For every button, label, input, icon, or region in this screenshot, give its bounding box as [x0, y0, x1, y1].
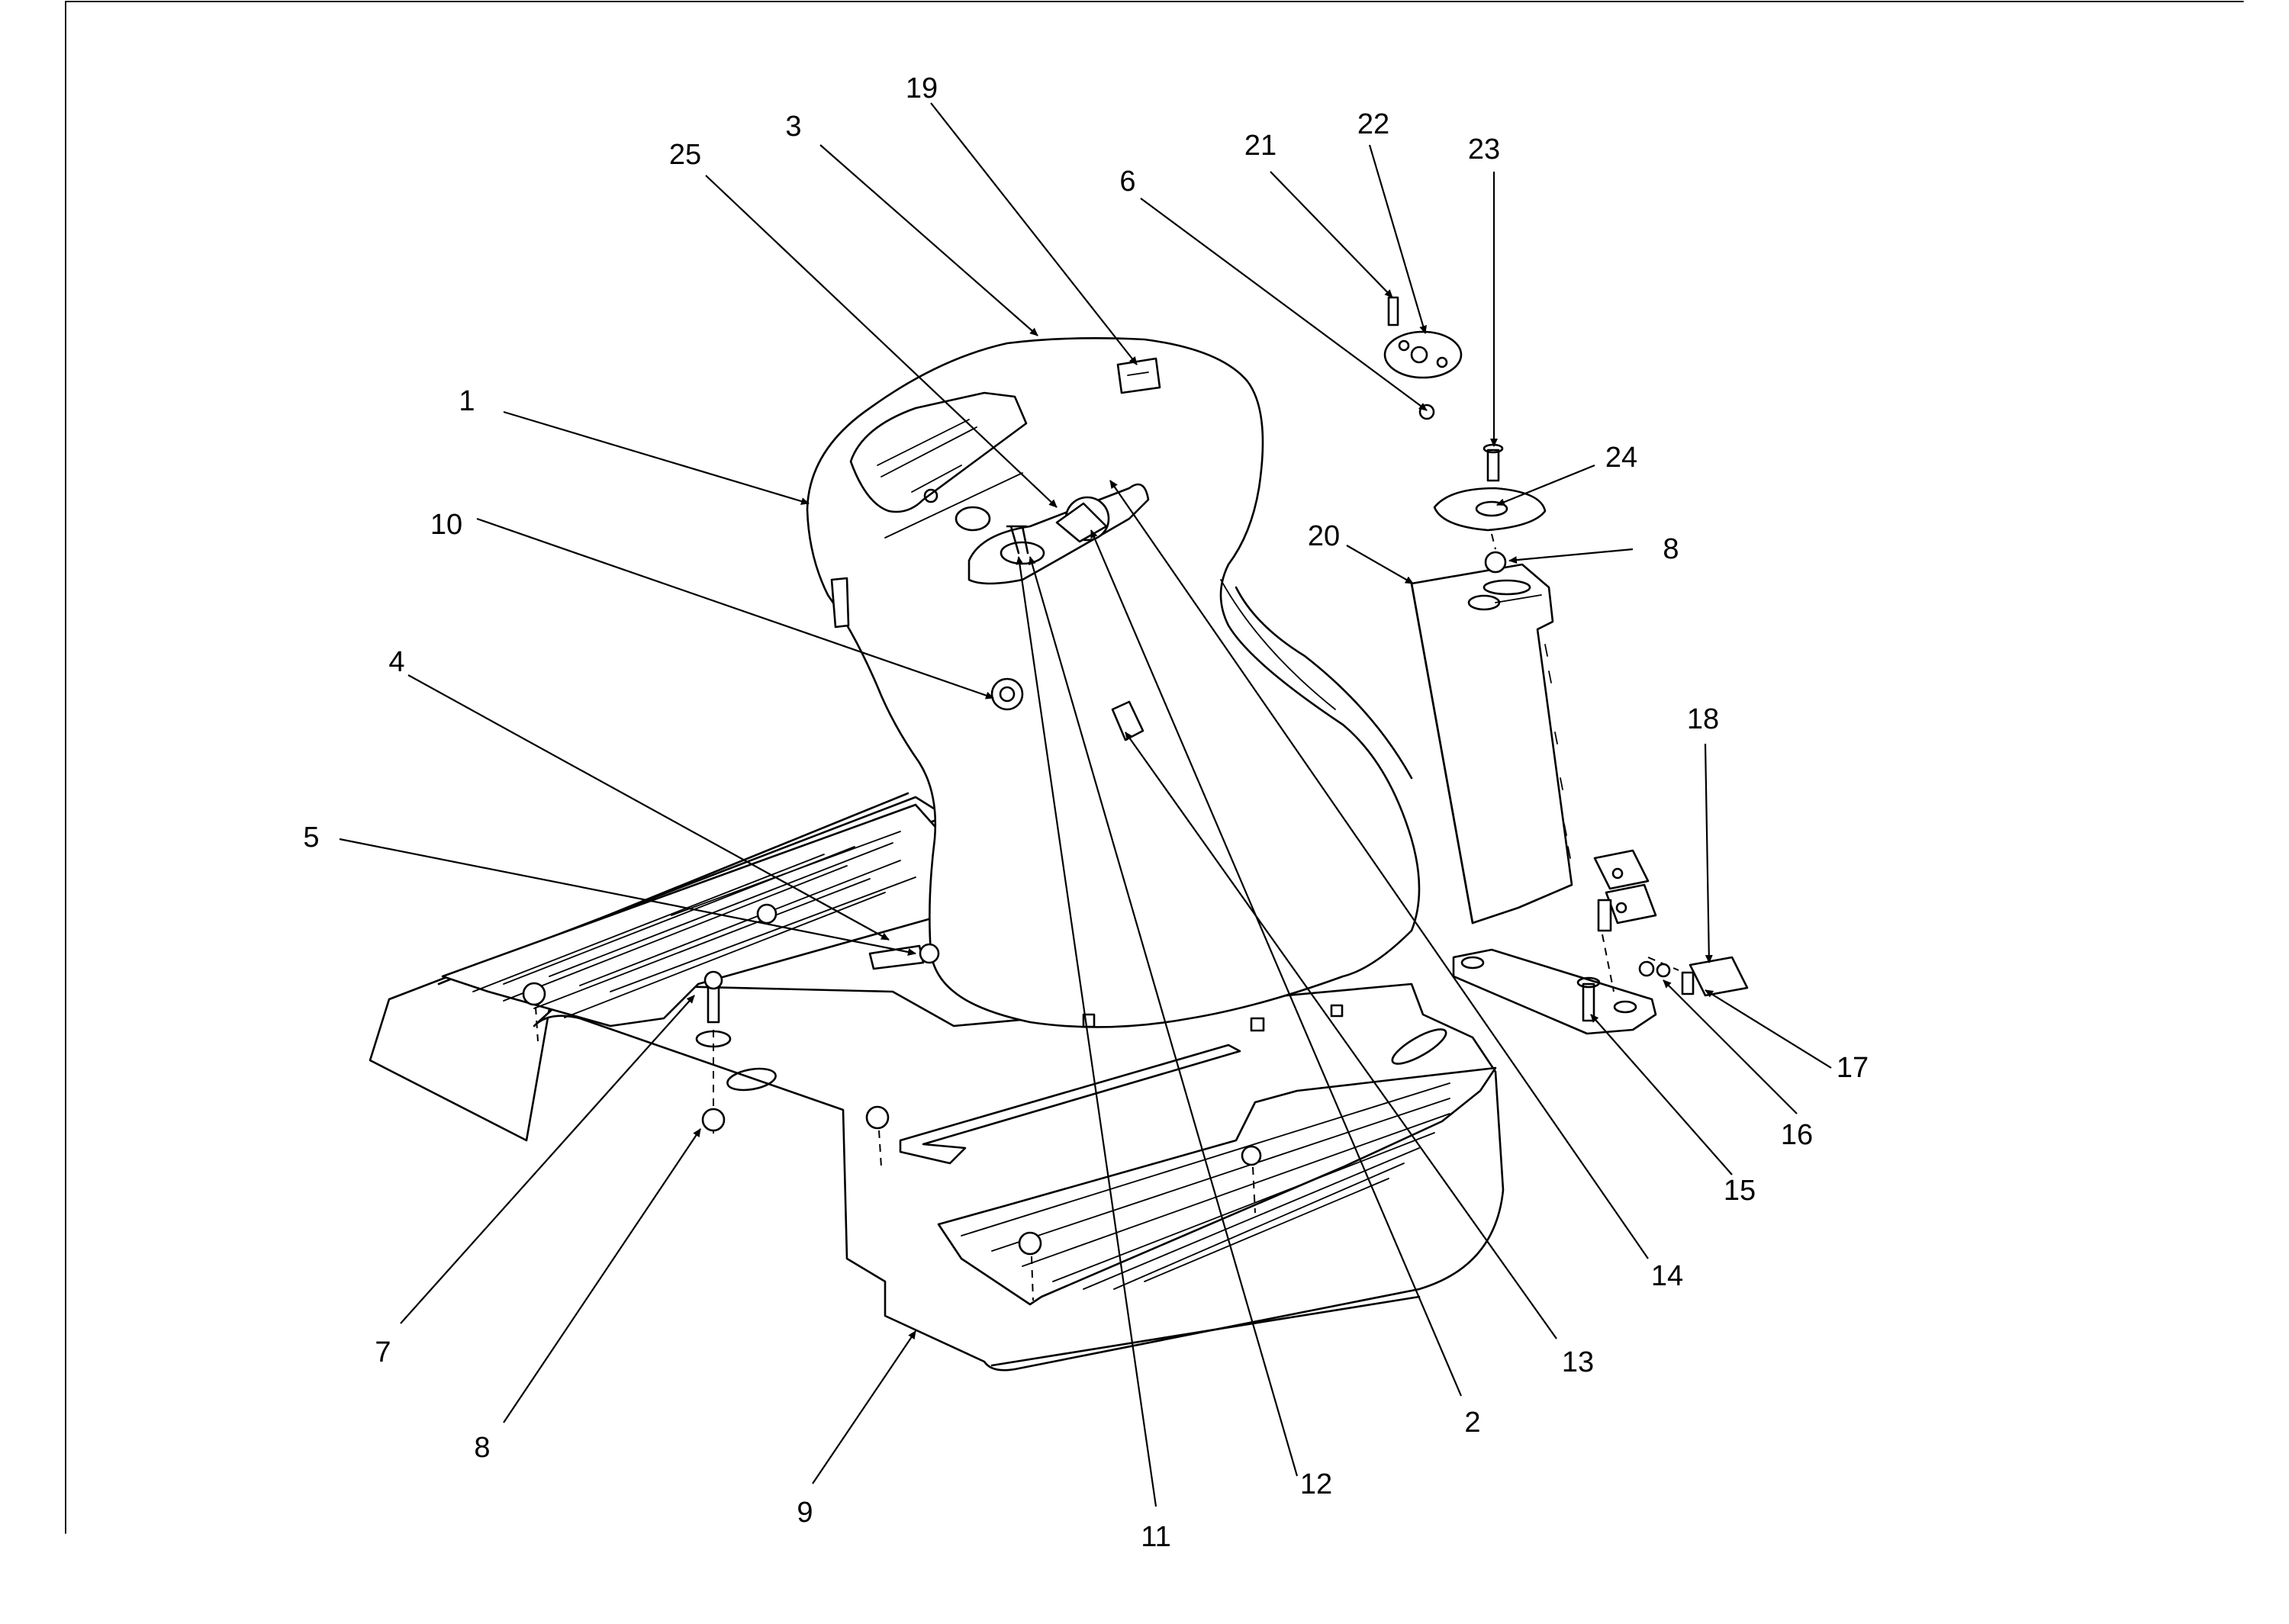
callout-6: 6 [1119, 166, 1135, 198]
page-frame [65, 1, 2244, 1534]
callout-2: 2 [1464, 1407, 1480, 1439]
callout-13: 13 [1562, 1346, 1594, 1378]
callout-9: 9 [797, 1497, 813, 1529]
callout-19: 19 [906, 72, 938, 105]
callout-labels: 1 2 3 4 5 6 7 8 8 9 10 11 12 13 14 15 16… [303, 72, 1869, 1553]
callout-15: 15 [1724, 1175, 1756, 1207]
callout-14: 14 [1651, 1260, 1683, 1292]
callout-11: 11 [1141, 1521, 1170, 1553]
callout-12: 12 [1300, 1468, 1332, 1500]
callout-17: 17 [1837, 1052, 1869, 1084]
fasteners-group [522, 296, 1749, 1301]
callout-10: 10 [430, 509, 462, 541]
callout-8-lower: 8 [474, 1432, 490, 1464]
rear-bracket-part [1410, 563, 1657, 1035]
callout-25: 25 [669, 139, 701, 171]
callout-21: 21 [1244, 130, 1276, 162]
callout-7: 7 [375, 1336, 391, 1368]
front-cover-part [806, 337, 1421, 1032]
callout-3: 3 [785, 111, 801, 143]
callout-22: 22 [1357, 108, 1389, 140]
floor-pan-part [369, 792, 1505, 1372]
callout-4: 4 [388, 646, 404, 678]
callout-20: 20 [1308, 520, 1340, 552]
callout-8-upper: 8 [1663, 533, 1679, 565]
callout-23: 23 [1468, 133, 1500, 166]
callout-16: 16 [1781, 1119, 1813, 1151]
callout-24: 24 [1605, 442, 1637, 474]
leader-lines [339, 102, 1832, 1507]
callout-1: 1 [459, 385, 475, 417]
callout-18: 18 [1687, 703, 1719, 735]
callout-5: 5 [303, 822, 319, 854]
